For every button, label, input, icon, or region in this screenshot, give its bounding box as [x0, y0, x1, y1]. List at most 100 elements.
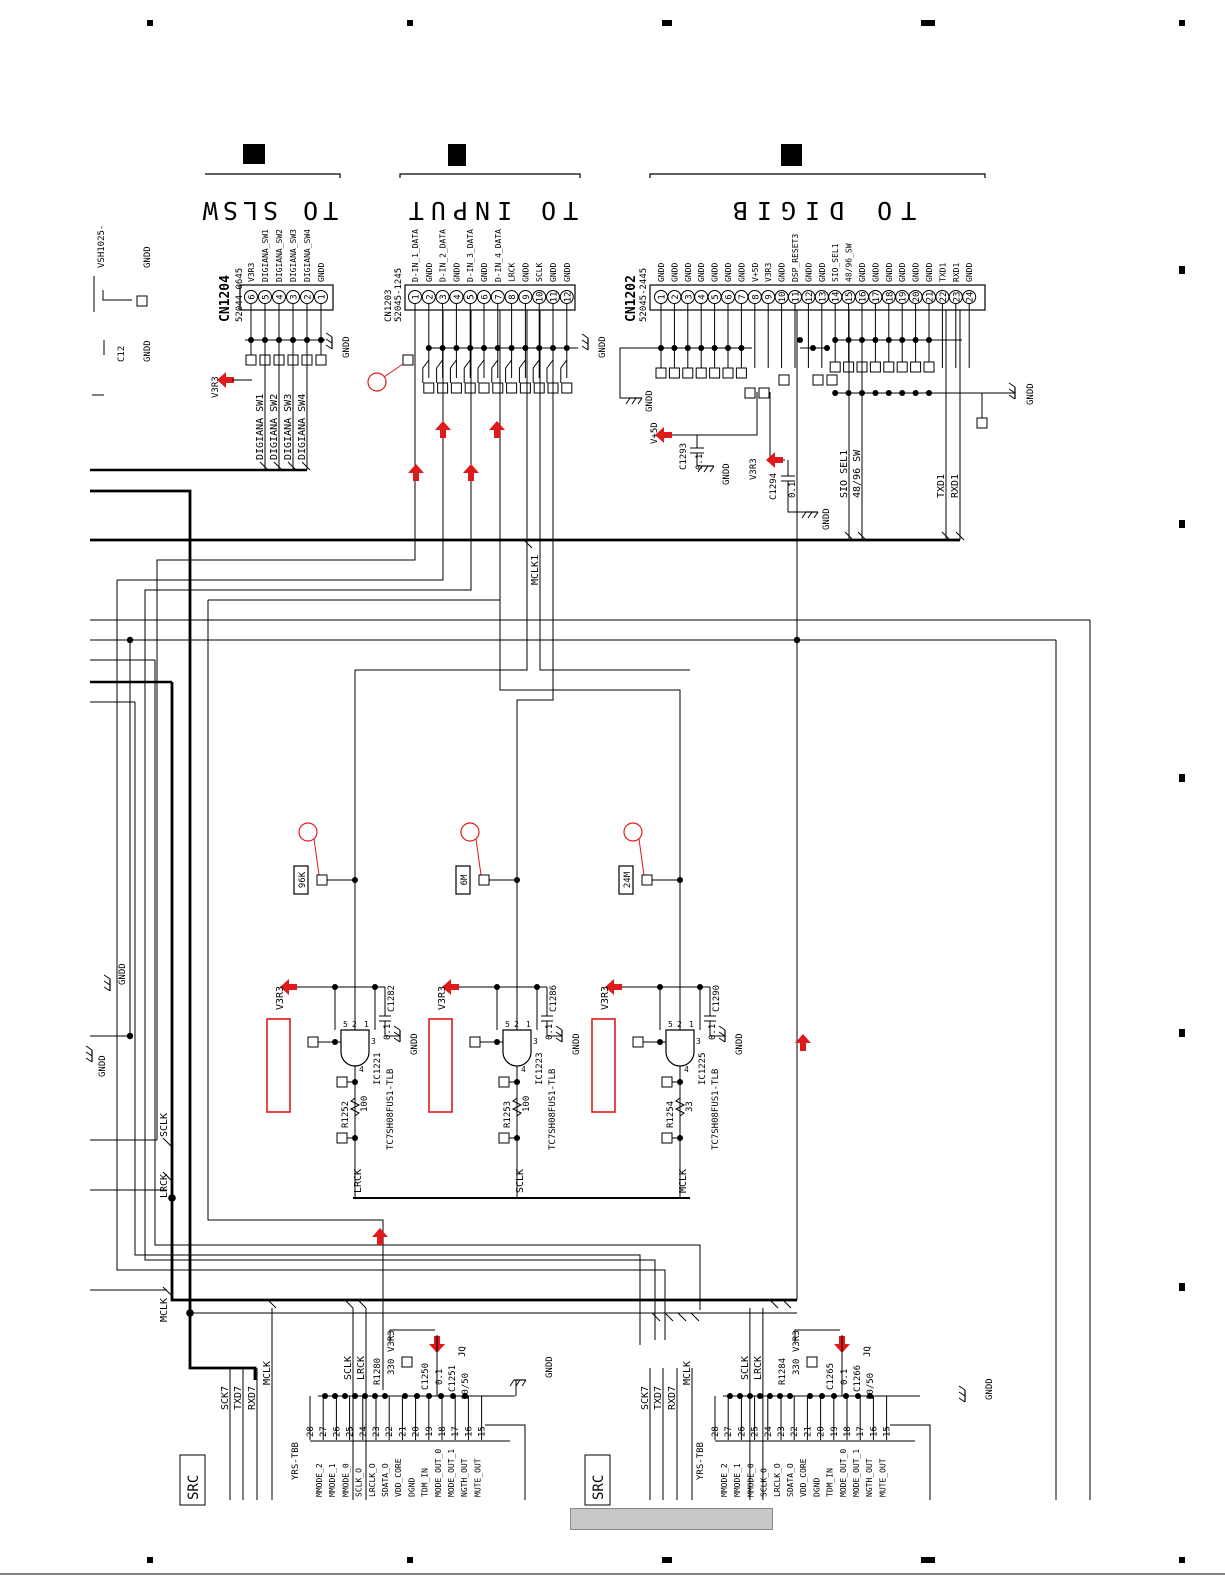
- cn1202-pin-label: GNDD: [925, 263, 934, 282]
- gate-v3r3: V3R3: [437, 986, 448, 1010]
- cn1203-pin-3: 3: [439, 294, 449, 299]
- src-bus-label: TXD7: [233, 1386, 244, 1410]
- cn1203-gndd: GNDD: [598, 336, 608, 358]
- cn1204-net-label: DIGIANA_SW4: [297, 394, 308, 460]
- src-chip-note: YRS-TBB: [696, 1442, 706, 1480]
- src-pin-number: 16: [464, 1426, 474, 1437]
- header-to-slsw: TO SLSW: [198, 196, 338, 225]
- src-cap-note: 10/50: [461, 1373, 471, 1400]
- cn1203-test-pad: [492, 382, 504, 394]
- src-bus-label: MCLK: [262, 1361, 273, 1385]
- junction-dot: [352, 1135, 358, 1141]
- src-pin-name: MODE_OUT_1: [852, 1449, 861, 1497]
- cn1204-net-label: DIGIANA_SW3: [283, 394, 294, 460]
- cn1204-pin-2-ring: [300, 290, 314, 304]
- src-pin-name: SCLK_O: [760, 1468, 769, 1497]
- src-res-ref: R1284: [778, 1358, 788, 1385]
- cn1203-pin-label: SCLK: [535, 263, 544, 282]
- junction-dot: [657, 1039, 663, 1045]
- gate-out-net: SCLK: [515, 1169, 526, 1193]
- junction-dot: [832, 337, 839, 343]
- cn1202-test-pad: [655, 367, 667, 379]
- cn1202-pin-label: GNDD: [724, 263, 733, 282]
- src-gndd-label: GNDD: [545, 1356, 555, 1378]
- junction-dot: [332, 1039, 338, 1045]
- src-pin-name: MUTE_OUT: [473, 1458, 482, 1497]
- left-gndd-2: GNDD: [98, 1055, 108, 1077]
- junction-dot: [819, 1393, 825, 1399]
- cn1202-test-pad: [735, 367, 747, 379]
- cn1202-test-pad: [896, 361, 908, 373]
- gate-res-value: 100: [522, 1096, 532, 1112]
- cn1204-pin-label: GNDD: [317, 263, 326, 282]
- cn1204-gndd: GNDD: [342, 336, 352, 358]
- cn1202-pin-14: 14: [832, 292, 842, 303]
- header-to-digib: TO DIGIB: [724, 196, 916, 225]
- cn1202-net-label: 48/96_SW: [852, 449, 863, 498]
- svg-text:1: 1: [364, 1020, 369, 1029]
- and-gate: [502, 1029, 532, 1067]
- cn1204-pin-4: 4: [276, 294, 286, 299]
- src-pin-name: MODE_OUT_0: [839, 1449, 848, 1497]
- freq-label-box: [293, 865, 309, 895]
- cn1203-pin-5: 5: [467, 294, 477, 299]
- junction-dot: [514, 1079, 520, 1085]
- cn1202-pin-label: TXD1: [938, 263, 947, 282]
- src-supply: V3R3: [387, 1330, 397, 1352]
- src-net-label: LRCK: [356, 1356, 367, 1380]
- cn1202-pin-5: 5: [711, 294, 721, 299]
- cn1203-pin-10-ring: [532, 290, 547, 304]
- cn1202-test-pad: [812, 374, 824, 386]
- junction-dot: [855, 1393, 861, 1399]
- cn1204-pin-5-ring: [258, 290, 272, 304]
- cn1202-pin-18: 18: [885, 292, 895, 303]
- cn1203-pin-2: 2: [425, 294, 435, 299]
- junction-dot: [767, 1393, 773, 1399]
- cn1202-pin-11: 11: [792, 292, 802, 303]
- highlight-box: [591, 1018, 616, 1113]
- src-pin-number: 28: [711, 1426, 721, 1437]
- cn1202-gndd-right: GNDD: [1026, 383, 1036, 405]
- cn1202-test-pad: [869, 361, 881, 373]
- cn1202-part: 52045-2445: [639, 268, 649, 322]
- cn1203-pin-7: 7: [494, 294, 504, 299]
- cn1204-test-pad: [315, 354, 327, 366]
- cn1204-net-label: DIGIANA_SW1: [255, 394, 266, 460]
- c1293-ref: C1293: [679, 443, 689, 470]
- gate-output-pad: [498, 1076, 510, 1088]
- cn1204-test-pad: [245, 354, 257, 366]
- src-pin-name: SCLK_O: [355, 1468, 364, 1497]
- src-bus-label: SCK7: [220, 1386, 231, 1410]
- gate-ic-ref: IC1221: [373, 1052, 383, 1085]
- cn1203-test-pad: [450, 382, 462, 394]
- src-bus-label: RXD7: [247, 1386, 258, 1410]
- src-pin-name: MMODE_0: [746, 1463, 755, 1497]
- gate-ic-part: TC7SH08FUS1-TLB: [386, 1069, 396, 1150]
- src-pin-name: VDD_CORE: [799, 1458, 808, 1497]
- src-pin-number: 22: [385, 1426, 395, 1437]
- junction-dot: [832, 390, 839, 396]
- gate-output-pad: [661, 1076, 673, 1088]
- src-cap-flag: JQ: [863, 1346, 873, 1357]
- src-cap-note: 10/50: [866, 1373, 876, 1400]
- src-pin-number: 20: [412, 1426, 422, 1437]
- src-pin-number: 28: [306, 1426, 316, 1437]
- v5d-label: V+5D: [650, 422, 660, 444]
- junction-dot: [438, 1393, 444, 1399]
- junction-dot: [332, 1393, 338, 1399]
- left-gnd-mid: GNDD: [143, 340, 153, 362]
- cn1202-pin-label: V+5D: [751, 263, 760, 282]
- junction-dot: [362, 1393, 368, 1399]
- cn1202-test-pad: [695, 367, 707, 379]
- src-pin-name: DGND: [812, 1478, 821, 1497]
- cn1204-pin-label: V3R3: [247, 263, 256, 282]
- cn1203-pin-label: GNDD: [549, 263, 558, 282]
- src-pin-number: 24: [359, 1426, 369, 1437]
- net-mclk1: MCLK1: [530, 555, 541, 585]
- cn1202-pin-22: 22: [939, 292, 949, 303]
- cn1202-pin-17: 17: [872, 292, 882, 303]
